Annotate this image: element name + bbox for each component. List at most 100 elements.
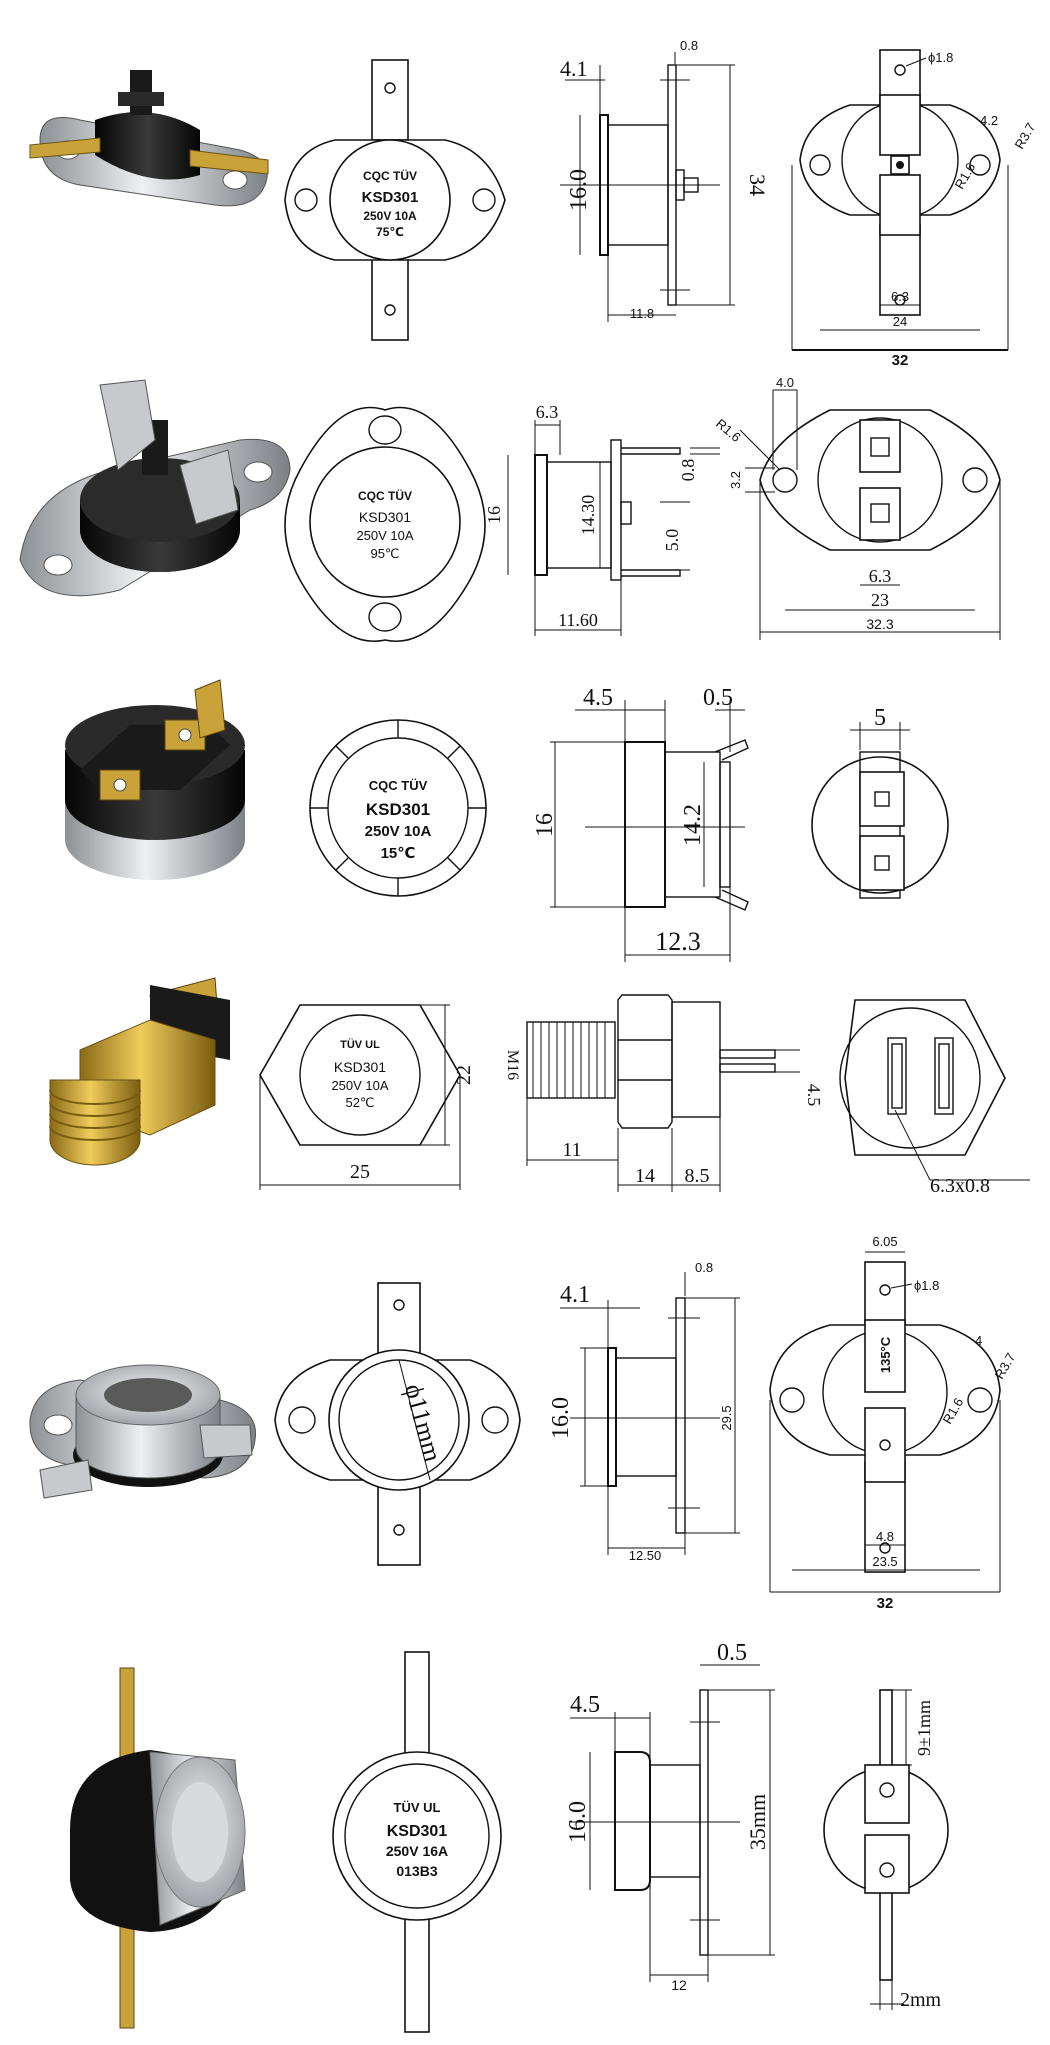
label-view-6: TÜV UL KSD301 250V 16A 013B3 — [332, 1651, 502, 2033]
dim-side-stem: 5.0 — [662, 529, 682, 552]
label-logos: TÜV UL — [394, 1800, 441, 1815]
dim-bottom-terminal: 4.8 — [876, 1529, 894, 1544]
dim-side-height: 16 — [484, 506, 504, 524]
dim-side-pin-gap: 4.5 — [804, 1084, 824, 1107]
dim-side-length: 34 — [745, 174, 770, 196]
bottom-view-3: 5 — [811, 705, 949, 899]
label-model: KSD301 — [334, 1059, 386, 1075]
dim-bottom-terminal: 5 — [874, 705, 886, 731]
row-2: CQC TÜV KSD301 250V 10A 95℃ 6.3 16 14.30… — [19, 375, 1001, 642]
dim-side-height: 16.0 — [566, 169, 592, 211]
side-view-6: 4.5 0.5 16.0 35mm 12 — [565, 1640, 775, 1993]
bottom-view-4: 6.3x0.8 — [839, 999, 1030, 1197]
dim-bottom-offset: 3.2 — [728, 471, 743, 489]
label-logos: CQC TÜV — [369, 778, 428, 793]
dim-side-tab: 0.5 — [703, 685, 733, 711]
dim-side-tab: 0.8 — [680, 38, 698, 53]
dim-bottom-terminal: 6.3x0.8 — [930, 1175, 990, 1197]
dim-side-depth: 11.60 — [558, 610, 598, 630]
side-view-1: 4.1 0.8 16.0 34 11.8 — [560, 38, 770, 322]
label-model: KSD301 — [387, 1823, 448, 1840]
dim-side-thread-len: 11 — [562, 1139, 581, 1161]
dim-bottom-hole2: 4.2 — [980, 113, 998, 128]
dim-side-tab: 0.8 — [695, 1260, 713, 1275]
dim-bottom-hole2: 4 — [975, 1333, 982, 1348]
label-view-2: CQC TÜV KSD301 250V 10A 95℃ — [284, 406, 486, 642]
dim-side-length: 29.5 — [719, 1405, 734, 1430]
dim-bottom-hole: 4.0 — [776, 375, 794, 390]
dim-side-depth: 12.3 — [655, 927, 701, 956]
label-rating: 250V 10A — [363, 209, 417, 223]
dim-bottom-span: 23 — [871, 590, 889, 610]
dim-bottom-terminal-w: 2mm — [900, 1989, 942, 2011]
photo-thermostat-5 — [29, 1364, 257, 1499]
label-temp: 15℃ — [381, 845, 416, 862]
dim-bottom-terminal-len: 9±1mm — [914, 1700, 934, 1756]
dim-bottom-hole: ϕ1.8 — [928, 50, 953, 65]
label-model: KSD301 — [362, 189, 419, 206]
dim-side-width: 4.1 — [560, 56, 588, 81]
dim-side-width: 4.5 — [570, 1692, 600, 1718]
dim-side-body: 8.5 — [685, 1165, 710, 1187]
dim-bottom-hole: ϕ1.8 — [914, 1278, 939, 1293]
dim-bottom-overall: 32 — [892, 352, 909, 369]
photo-thermostat-2 — [19, 379, 291, 597]
dim-side-inner: 14.2 — [680, 804, 706, 846]
label-rating: 250V 10A — [365, 823, 432, 840]
label-height: 22 — [453, 1065, 475, 1085]
label-rating: 250V 10A — [331, 1078, 388, 1093]
label-logos: CQC TÜV — [358, 488, 412, 503]
dim-side-thread: M16 — [504, 1050, 521, 1080]
dim-side-hex: 14 — [635, 1165, 655, 1187]
dim-bottom-r-outer: R3.7 — [992, 1350, 1019, 1381]
label-temp: 135°C — [878, 1336, 893, 1373]
photo-thermostat-1 — [29, 70, 269, 207]
row-1: CQC TÜV KSD301 250V 10A 75℃ 4.1 0.8 16.0… — [29, 38, 1039, 369]
dim-side-depth: 12.50 — [629, 1548, 662, 1563]
dim-side-length: 35mm — [745, 1794, 770, 1850]
bottom-view-5: 6.05 ϕ1.8 135°C 4 R3.7 R1.6 4.8 23.5 32 — [769, 1234, 1019, 1612]
label-view-4: TÜV UL KSD301 250V 10A 52℃ 22 25 — [259, 1004, 475, 1190]
dim-side-height: 16.0 — [548, 1397, 574, 1439]
side-view-2: 6.3 16 14.30 0.8 5.0 11.60 — [484, 402, 720, 636]
label-model: KSD301 — [366, 800, 430, 819]
dim-side-inner: 14.30 — [578, 495, 598, 536]
photo-thermostat-3 — [65, 679, 245, 880]
dim-bottom-r-outer: R3.7 — [1012, 120, 1039, 151]
label-view-5: ϕ11mm — [274, 1282, 521, 1566]
label-model: KSD301 — [359, 509, 411, 525]
bottom-view-1: ϕ1.8 R1.6 4.2 R3.7 6.3 24 32 — [791, 49, 1039, 369]
row-6: TÜV UL KSD301 250V 16A 013B3 4.5 0.5 16.… — [70, 1640, 949, 2033]
dim-bottom-overall: 32 — [877, 1595, 894, 1612]
dim-bottom-terminal: 6.3 — [869, 566, 892, 586]
label-view-3: CQC TÜV KSD301 250V 10A 15℃ — [309, 719, 487, 897]
photo-thermostat-6 — [70, 1667, 246, 2029]
label-width: 25 — [350, 1161, 370, 1183]
dim-bottom-top-width: 6.05 — [872, 1234, 897, 1249]
label-temp: 95℃ — [370, 546, 399, 561]
label-view-1: CQC TÜV KSD301 250V 10A 75℃ — [284, 59, 506, 341]
row-5: ϕ11mm 4.1 0.8 16.0 29.5 12.50 — [29, 1234, 1019, 1612]
dim-bottom-span: 23.5 — [872, 1554, 897, 1569]
dim-side-depth: 12 — [671, 1977, 687, 1993]
label-code: 013B3 — [396, 1863, 437, 1879]
dim-side-width: 4.5 — [583, 685, 613, 711]
label-temp: 52℃ — [345, 1095, 374, 1110]
dim-side-height: 16 — [532, 813, 558, 837]
dim-bottom-terminal: 6.3 — [891, 289, 909, 304]
bottom-view-2: R1.6 4.0 3.2 6.3 23 32.3 — [713, 375, 1001, 640]
label-temp: 75℃ — [376, 225, 404, 239]
dim-side-tab: 0.5 — [717, 1640, 747, 1666]
dim-bottom-span: 24 — [893, 314, 907, 329]
dim-side-height: 16.0 — [565, 1801, 591, 1843]
side-view-5: 4.1 0.8 16.0 29.5 12.50 — [548, 1260, 740, 1563]
bottom-view-6: 9±1mm 2mm — [823, 1689, 949, 2011]
photo-thermostat-4 — [49, 977, 230, 1166]
dim-side-width: 4.1 — [560, 1282, 590, 1308]
dim-side-depth: 11.8 — [630, 306, 654, 321]
side-view-4: 4.5 M16 11 14 8.5 — [504, 994, 824, 1192]
label-logos: CQC TÜV — [363, 168, 417, 183]
label-logos: TÜV UL — [340, 1038, 380, 1051]
side-view-3: 4.5 0.5 16 14.2 12.3 — [532, 685, 749, 962]
